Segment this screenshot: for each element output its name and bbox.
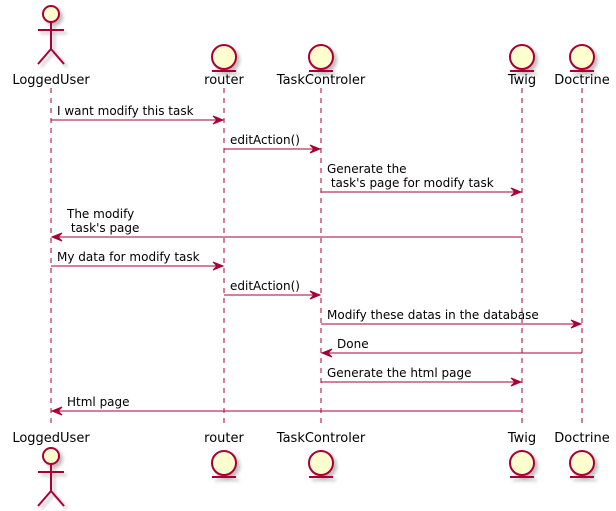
arrowhead-icon (309, 144, 322, 154)
participant-label-router: router (204, 431, 244, 446)
actor-icon (37, 447, 65, 507)
message-label: My data for modify task (57, 250, 200, 264)
message-label: Html page (67, 395, 130, 409)
message-label: Modify these datas in the database (327, 308, 539, 322)
arrowhead-icon (50, 232, 63, 242)
participant-label-ctrl: TaskControler (276, 431, 366, 446)
entity-icon (211, 450, 237, 478)
message: I want modify this task (51, 104, 225, 125)
message-label: Done (337, 337, 369, 351)
message: My data for modify task (51, 250, 225, 271)
participant-label-twig: Twig (507, 73, 536, 88)
entity-icon (308, 450, 334, 478)
arrowhead-icon (309, 290, 322, 300)
message: Generate the html page (321, 366, 523, 387)
actor-icon (37, 5, 65, 65)
message: Generate the task's page for modify task (321, 162, 523, 197)
entity-icon (509, 450, 535, 478)
participant-label-ctrl: TaskControler (276, 73, 366, 88)
participant-label-doctrine: Doctrine (554, 73, 609, 88)
participant-label-doctrine: Doctrine (554, 431, 609, 446)
arrowhead-icon (50, 406, 63, 416)
entity-icon (211, 44, 237, 72)
participant-label-router: router (204, 73, 244, 88)
arrowhead-icon (212, 115, 225, 125)
participant-label-user: LoggedUser (12, 431, 90, 446)
entity-icon (308, 44, 334, 72)
arrowhead-icon (212, 261, 225, 271)
message: editAction() (224, 279, 322, 300)
message-label: task's page (67, 221, 139, 235)
message-label: editAction() (230, 133, 300, 147)
message: Modify these datas in the database (321, 308, 583, 329)
entity-icon (569, 450, 595, 478)
message: The modify task's page (50, 207, 522, 242)
message-label: editAction() (230, 279, 300, 293)
participant-label-user: LoggedUser (12, 73, 90, 88)
message-label: I want modify this task (57, 104, 194, 118)
arrowhead-icon (510, 187, 523, 197)
participant-label-twig: Twig (507, 431, 536, 446)
entity-icon (569, 44, 595, 72)
message-label: Generate the html page (327, 366, 472, 380)
message: Done (320, 337, 582, 358)
message-label: task's page for modify task (327, 176, 494, 190)
message: Html page (50, 395, 522, 416)
arrowhead-icon (570, 319, 583, 329)
message-label: Generate the (327, 162, 407, 176)
arrowhead-icon (510, 377, 523, 387)
message: editAction() (224, 133, 322, 154)
entity-icon (509, 44, 535, 72)
arrowhead-icon (320, 348, 333, 358)
message-label: The modify (66, 207, 134, 221)
